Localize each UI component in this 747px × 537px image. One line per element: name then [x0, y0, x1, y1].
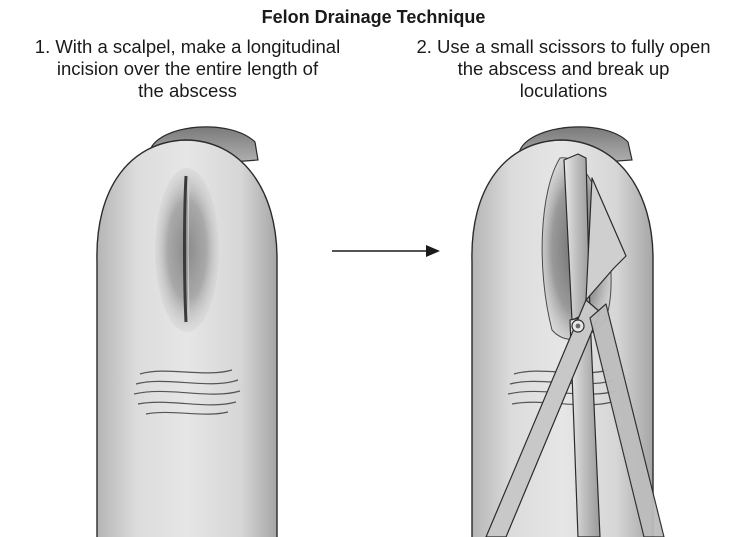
right-arrow-icon — [332, 245, 440, 257]
finger-incision-illustration — [97, 127, 277, 537]
finger-scissors-illustration — [472, 127, 664, 537]
left-abscess-area — [155, 168, 219, 332]
scalpel-incision-line — [185, 176, 187, 322]
